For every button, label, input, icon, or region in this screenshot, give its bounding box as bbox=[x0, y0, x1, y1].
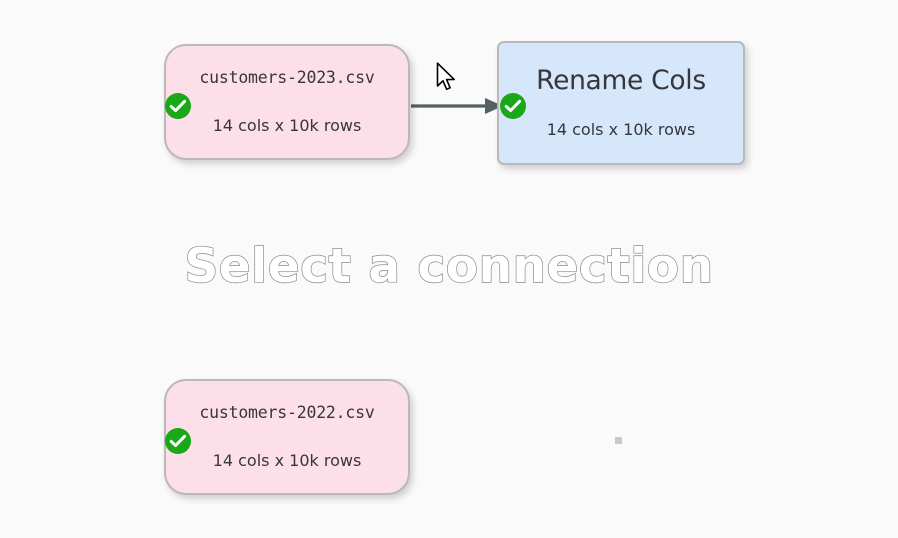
check-circle-icon bbox=[504, 99, 522, 113]
node-customers-2022[interactable]: customers-2022.csv 14 cols x 10k rows bbox=[164, 379, 410, 495]
connection-handle-icon[interactable] bbox=[615, 437, 622, 444]
node-title: customers-2023.csv bbox=[199, 68, 375, 88]
node-title: Rename Cols bbox=[536, 65, 706, 97]
status-badge-customers-2023[interactable] bbox=[165, 93, 191, 119]
node-subtitle: 14 cols x 10k rows bbox=[212, 115, 362, 135]
node-subtitle: 14 cols x 10k rows bbox=[546, 119, 696, 139]
node-rename-cols[interactable]: Rename Cols 14 cols x 10k rows bbox=[497, 41, 745, 165]
overlay-instruction-text: Select a connection bbox=[184, 239, 714, 294]
node-subtitle: 14 cols x 10k rows bbox=[212, 450, 362, 470]
edge-customers-2023-to-rename-cols[interactable] bbox=[411, 98, 503, 114]
status-badge-rename-cols[interactable] bbox=[500, 93, 526, 119]
status-badge-customers-2022[interactable] bbox=[165, 428, 191, 454]
check-circle-icon bbox=[169, 99, 187, 113]
node-customers-2023[interactable]: customers-2023.csv 14 cols x 10k rows bbox=[164, 44, 410, 160]
mouse-pointer-icon bbox=[436, 62, 455, 91]
check-circle-icon bbox=[169, 434, 187, 448]
node-title: customers-2022.csv bbox=[199, 403, 375, 423]
